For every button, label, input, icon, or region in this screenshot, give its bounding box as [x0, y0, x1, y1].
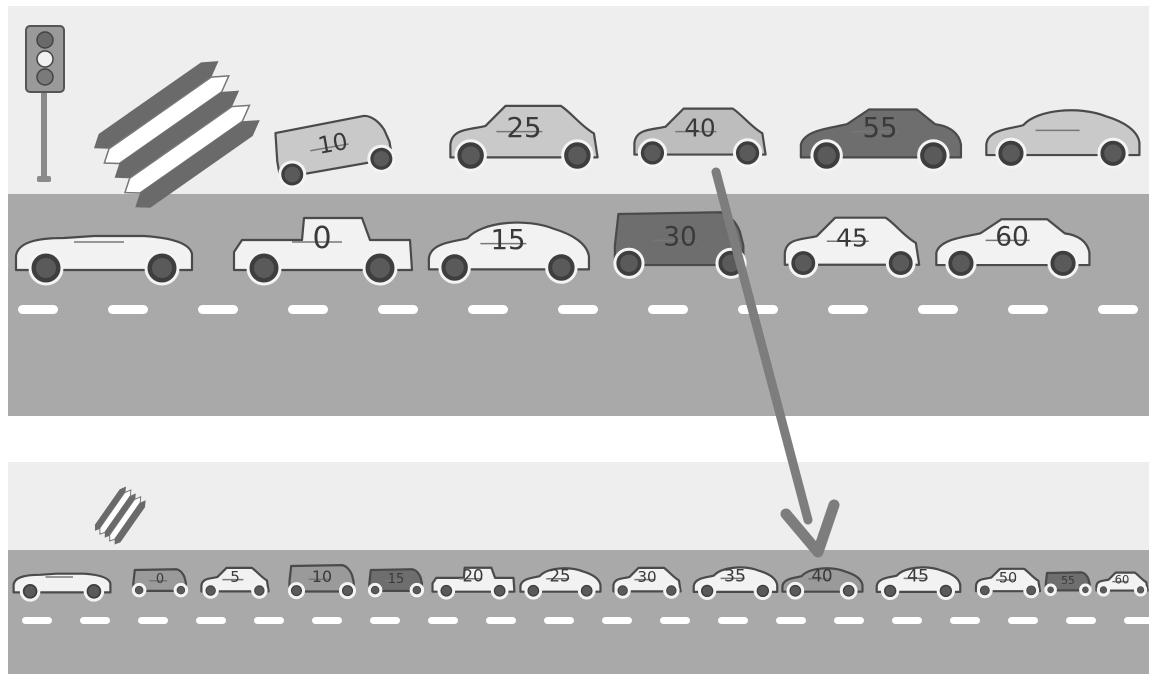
lane-dash [950, 617, 980, 624]
bottom-road [8, 550, 1149, 674]
car-label: 0 [156, 572, 164, 587]
lane-dash [738, 305, 778, 314]
scene-divider [8, 416, 1149, 462]
lane-dash [138, 617, 168, 624]
car-label: 10 [312, 567, 332, 586]
car-label: 55 [1061, 574, 1075, 587]
bottom-sidewalk [8, 462, 1149, 550]
car-label: 45 [907, 566, 929, 586]
lane-dash [776, 617, 806, 624]
lane-dash [198, 305, 238, 314]
lane-dash [660, 617, 690, 624]
car-label: 15 [388, 572, 404, 587]
car-label: 40 [811, 567, 832, 586]
lane-dash [918, 305, 958, 314]
lane-dash [828, 305, 868, 314]
car-label: 50 [999, 570, 1017, 586]
lane-dash [378, 305, 418, 314]
car-label: 35 [724, 566, 746, 586]
lane-dash [288, 305, 328, 314]
lane-dash [834, 617, 864, 624]
lane-dash [196, 617, 226, 624]
lane-dash [602, 617, 632, 624]
car: 55 [1046, 572, 1090, 594]
lane-dash [254, 617, 284, 624]
car-label: 60 [995, 222, 1029, 253]
lane-dash [18, 305, 58, 314]
lane-dash [892, 617, 922, 624]
lane-dash [718, 617, 748, 624]
lane-dash [428, 617, 458, 624]
car-label: 15 [490, 223, 525, 256]
lane-dash [1008, 305, 1048, 314]
lane-dash [544, 617, 574, 624]
car-label: 5 [230, 568, 240, 586]
car-label: 10 [316, 127, 350, 160]
lane-dash [108, 305, 148, 314]
car: 15 [369, 569, 422, 596]
lane-dash [22, 617, 52, 624]
top-scene: 10 25 40 55 0 15 30 45 60 [8, 6, 1149, 416]
lane-dash [1008, 617, 1038, 624]
lane-dash [558, 305, 598, 314]
car-label: 25 [506, 111, 541, 144]
lane-dash [1124, 617, 1149, 624]
car-label: 60 [1115, 573, 1130, 587]
lane-dash [80, 617, 110, 624]
lane-dash [648, 305, 688, 314]
lane-dash [1066, 617, 1096, 624]
car-label: 30 [663, 222, 697, 253]
car-label: 45 [836, 223, 868, 252]
lane-dash [312, 617, 342, 624]
car-label: 20 [462, 567, 483, 586]
car-label: 0 [312, 221, 331, 256]
lane-dash [370, 617, 400, 624]
car-label: 25 [549, 567, 570, 586]
lane-dash [1098, 305, 1138, 314]
car-label: 30 [637, 568, 656, 586]
car-label: 55 [862, 111, 897, 144]
car-label: 40 [684, 114, 715, 143]
lane-dash [468, 305, 508, 314]
car: 0 [133, 569, 186, 596]
lane-dash [486, 617, 516, 624]
bottom-scene: 0 5 10 15 20 25 30 35 40 45 50 55 60 [8, 462, 1149, 674]
